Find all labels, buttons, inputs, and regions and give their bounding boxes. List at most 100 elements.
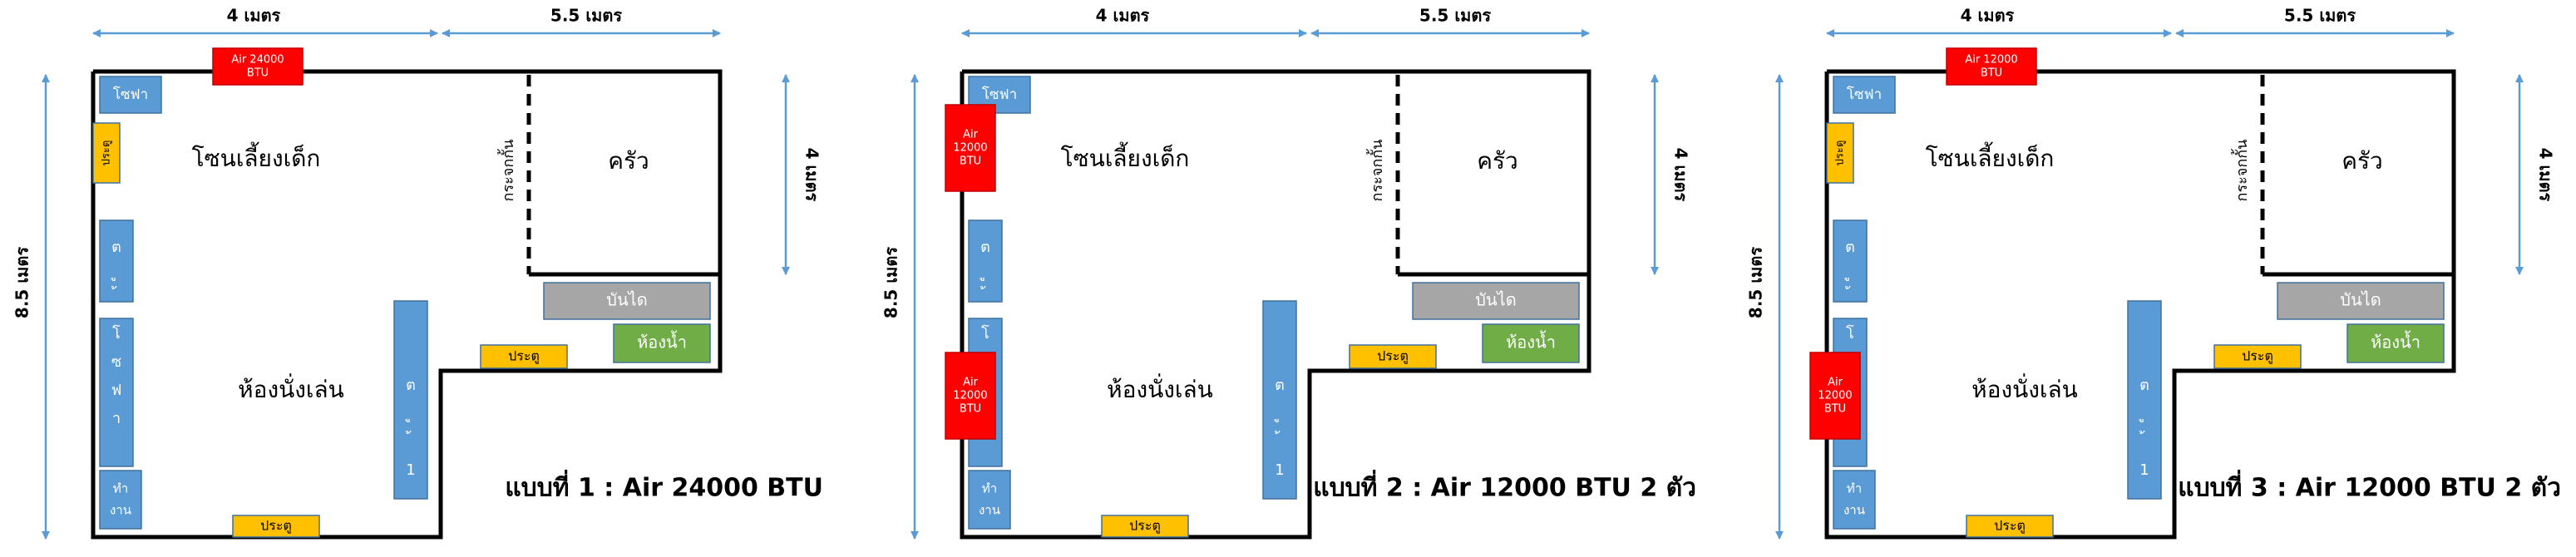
- sofa-label: โซฟา: [982, 86, 1017, 103]
- air-conditioner-label: BTU: [960, 155, 981, 168]
- stairs: [543, 282, 711, 320]
- door-label: ประตู: [1377, 348, 1409, 365]
- work-desk: [1833, 470, 1876, 530]
- height-dimension-label: 4 เมตร: [2536, 148, 2556, 202]
- work-desk-label: งาน: [979, 503, 1000, 518]
- door: [480, 344, 568, 369]
- door-label: ประตู: [101, 140, 113, 166]
- width-dimension-label: 5.5 เมตร: [2284, 6, 2356, 26]
- air-conditioner-label: Air 24000: [231, 54, 284, 67]
- air-conditioner-label: 12000: [953, 142, 987, 155]
- cabinet: [99, 219, 134, 303]
- glass-partition-label: กระจกกั้น: [497, 140, 517, 202]
- air-conditioner-unit: [212, 47, 303, 86]
- work-desk-label: ทำ: [982, 481, 997, 496]
- air-conditioner-unit: [1809, 352, 1861, 440]
- air-conditioner-unit: [945, 352, 996, 440]
- width-dimension-label: 4 เมตร: [1961, 6, 2015, 26]
- floor-plan-walls: [960, 69, 1591, 540]
- cabinet: [2127, 300, 2162, 500]
- door: [1966, 515, 2054, 538]
- work-desk: [968, 470, 1011, 530]
- work-desk-label: งาน: [110, 503, 131, 518]
- zone-label-kitchen: ครัว: [1477, 147, 1518, 175]
- work-desk: [99, 470, 142, 530]
- cabinet-label: 1: [406, 461, 415, 479]
- height-dimension-label: 4 เมตร: [802, 148, 822, 202]
- door-label: ประตู: [1834, 140, 1847, 166]
- bathroom-label: ห้องน้ำ: [637, 331, 687, 352]
- cabinet-label: ต: [406, 377, 416, 394]
- cabinet-label: ต: [111, 239, 121, 256]
- sofa: [99, 76, 162, 114]
- door-label: ประตู: [508, 348, 540, 365]
- floor-plan-walls: [1824, 69, 2456, 540]
- bathroom-label: ห้องน้ำ: [2371, 331, 2421, 352]
- door: [1101, 515, 1189, 538]
- door-label: ประตู: [2242, 348, 2273, 365]
- cabinet: [968, 219, 1003, 303]
- cabinet-label: ต: [1275, 377, 1285, 394]
- plan-title: แบบที่ 1 : Air 24000 BTU: [505, 470, 823, 503]
- plan-title: แบบที่ 3 : Air 12000 BTU 2 ตัว: [2178, 470, 2561, 503]
- cabinet-label: ต: [2139, 377, 2149, 394]
- cabinet-label: 1: [2139, 461, 2149, 479]
- door: [2213, 344, 2302, 369]
- air-conditioner-unit: [1946, 47, 2037, 86]
- air-conditioner-label: 12000: [1818, 390, 1852, 402]
- zone-label-kids: โซนเลี้ยงเด็ก: [192, 141, 321, 172]
- cabinet: [393, 300, 428, 500]
- width-dimension-label: 4 เมตร: [227, 6, 281, 26]
- stairs-label: บันได: [1475, 290, 1516, 310]
- floor-plan-walls: [91, 69, 723, 540]
- stairs: [2277, 282, 2445, 320]
- zone-label-kitchen: ครัว: [2342, 147, 2383, 175]
- stairs: [1412, 282, 1580, 320]
- air-conditioner-label: BTU: [960, 403, 981, 416]
- sofa-label: โ: [981, 324, 989, 343]
- stairs-label: บันได: [606, 290, 647, 310]
- bathroom: [613, 323, 711, 363]
- height-dimension-label: 8.5 เมตร: [12, 247, 32, 318]
- air-conditioner-label: Air: [963, 377, 979, 389]
- sofa-label: โ: [112, 324, 121, 343]
- sofa-label: โซฟา: [113, 86, 148, 103]
- bathroom: [1482, 323, 1580, 363]
- cabinet-label: ต: [1845, 239, 1855, 256]
- zone-label-kitchen: ครัว: [608, 147, 649, 175]
- width-dimension-label: 4 เมตร: [1096, 6, 1150, 26]
- door: [232, 515, 320, 538]
- air-conditioner-label: 12000: [953, 390, 987, 402]
- door: [1826, 122, 1854, 184]
- sofa: [99, 318, 134, 467]
- height-dimension-label: 4 เมตร: [1671, 148, 1691, 202]
- air-conditioner-label: BTU: [1981, 67, 2002, 80]
- glass-partition-label: กระจกกั้น: [1366, 140, 1386, 202]
- cabinet: [1262, 300, 1297, 500]
- width-dimension-label: 5.5 เมตร: [550, 6, 622, 26]
- air-conditioner-unit: [945, 104, 996, 192]
- cabinet-label: 1: [1275, 461, 1284, 479]
- width-dimension-label: 5.5 เมตร: [1419, 6, 1491, 26]
- air-conditioner-label: BTU: [1824, 403, 1846, 416]
- zone-label-kids: โซนเลี้ยงเด็ก: [1061, 141, 1190, 172]
- sofa-label: โ: [1846, 324, 1854, 343]
- zone-label-living: ห้องนั่งเล่น: [238, 373, 344, 403]
- bathroom: [2347, 323, 2445, 363]
- sofa-label: โซฟา: [1847, 86, 1882, 103]
- work-desk-label: ทำ: [113, 481, 128, 496]
- stairs-label: บันได: [2340, 290, 2381, 310]
- glass-partition-label: กระจกกั้น: [2231, 140, 2251, 202]
- air-conditioner-label: Air 12000: [1965, 54, 2017, 67]
- sofa: [1833, 76, 1896, 114]
- sofa-label: ซ: [111, 353, 121, 371]
- door: [92, 122, 121, 184]
- zone-label-living: ห้องนั่งเล่น: [1971, 373, 2078, 403]
- door-label: ประตู: [260, 518, 292, 535]
- cabinet: [1833, 219, 1868, 303]
- height-dimension-label: 8.5 เมตร: [881, 247, 901, 318]
- work-desk-label: งาน: [1843, 503, 1865, 518]
- plan-title: แบบที่ 2 : Air 12000 BTU 2 ตัว: [1313, 470, 1696, 503]
- zone-label-living: ห้องนั่งเล่น: [1107, 373, 1213, 403]
